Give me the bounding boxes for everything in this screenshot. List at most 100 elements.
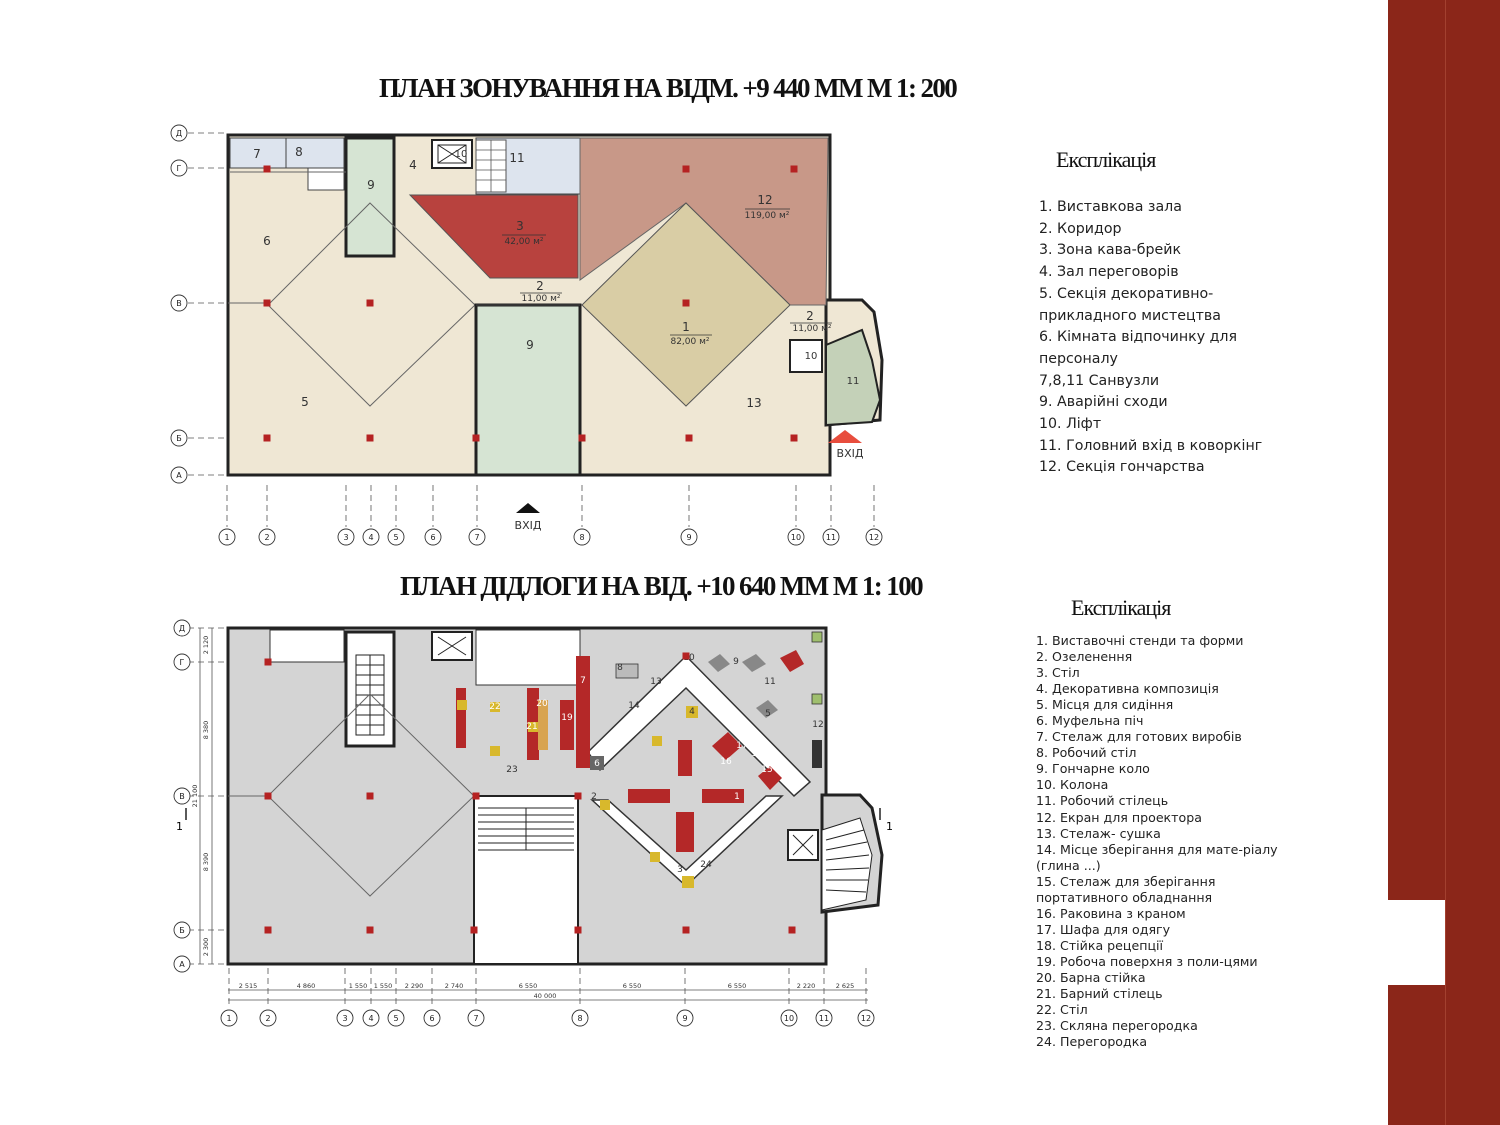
plan1-room-8 [285,137,345,169]
plan1-column [366,299,374,307]
plan2-section-mark-right: 1 [886,820,893,833]
plan2-column [264,926,272,934]
plan1-axis-number: 7 [474,533,479,542]
plan2-dim-bottom: 4 860 [297,982,316,990]
plan2-column [788,926,796,934]
plan2-axis-number-bubble [336,1009,354,1027]
plan1-axis-number: 6 [430,533,435,542]
plan1-label-10b: 10 [805,351,818,362]
plan1-axis-number-bubble [258,528,276,546]
plan1-column [472,434,480,442]
plan1-label-6: 6 [263,234,271,248]
plan2-furn-12: 12 [812,720,823,730]
plan2-legend-item: 22. Стіл [1036,1002,1088,1018]
plan2-legend-item: 2. Озеленення [1036,649,1133,665]
plan1-axis-letter: В [176,299,182,308]
plan2-legend-item: 18. Стійка рецепції [1036,937,1164,953]
decorative-white-notch [1388,900,1446,985]
plan1-axis-letter-bubble [170,429,188,447]
plan1-room-11-entrance [825,328,882,427]
plan2-dim-left-3: 8 390 [202,853,210,872]
plan2-legend-item: 8. Робочий стіл [1036,745,1137,761]
plan2-axis-letter-bubble [173,787,191,805]
plan2-dim-total: 40 000 [534,992,557,1000]
plan2-dim-bottom: 6 550 [623,982,642,990]
plan2-axis-number-bubble [571,1009,589,1027]
plan2-legend-item: 21. Барний стілець [1036,986,1163,1002]
plan2-legend-item: 16. Раковина з краном [1036,905,1186,921]
plan1-axis-letter-bubble [170,124,188,142]
plan2-axis-number: 4 [368,1014,373,1023]
plan2-furn-4: 4 [689,707,695,717]
plan1-label-2b: 2 [806,309,814,323]
plan2-axis-letter-bubble [173,921,191,939]
plan1-room-10-right [789,339,823,373]
plan1-legend-item: 9. Аварійні сходи [1039,394,1168,411]
plan2-dim-bottom: 1 550 [374,982,393,990]
plan1-column [263,165,271,173]
plan2-column [366,792,374,800]
plan1-legend-item: 2. Коридор [1039,220,1122,237]
plan2-column [682,926,690,934]
plan2-furn-14: 14 [628,701,640,711]
plan1-axis-number: 12 [869,533,879,542]
plan1-label-9a: 9 [367,178,375,192]
plan2-column [574,792,582,800]
plan2-legend-item: 10. Колона [1036,777,1109,793]
plan2-dim-bottom: 6 550 [519,982,538,990]
plan2-furn-13: 13 [650,677,661,687]
plan2-legend-item: 12. Екран для проектора [1036,809,1202,825]
plan2-dim-bottom: 6 550 [728,982,747,990]
plan1-legend-item: 3. Зона кава-брейк [1039,242,1182,259]
plan2-furn-1: 1 [734,792,740,802]
plan2-axis-number: 11 [819,1014,829,1023]
plan1-axis-letter: Д [176,129,182,138]
plan2-furn-9: 9 [733,657,739,667]
plan2-axis-letter: Б [179,926,185,935]
plan1-axis-number: 1 [224,533,229,542]
plan1-axis-number-bubble [468,528,486,546]
plan1-axis-number: 5 [393,533,398,542]
plan1-legend-item: 7,8,11 Санвузли [1039,372,1160,389]
plan1-entrance-bottom-arrow [516,503,540,513]
plan1-zone-3-coffee [408,194,579,279]
plan2-furn-11: 11 [764,677,775,687]
plan2-furn-20: 20 [536,699,548,709]
plan1-column [790,434,798,442]
plan2-dim-left-4: 2 300 [202,938,210,957]
plan2-furniture [456,631,823,888]
plan2-dim-bottom: 2 220 [797,982,816,990]
plan1-legend-item: 12. Секція гончарства [1039,459,1205,476]
plan2-column [366,926,374,934]
plan2-axis-number: 9 [682,1014,687,1023]
plan1-entrance-main-arrow [828,430,862,443]
plan1-label-12: 12 [757,193,772,207]
plan1-axis-number-bubble [337,528,355,546]
plan2-furn-21: 21 [526,722,537,732]
plan2-axis-number: 12 [861,1014,871,1023]
plan1-room-9-stairs [344,136,396,258]
plan1-axis-number: 4 [368,533,373,542]
plan2-axis-number-bubble [220,1009,238,1027]
plan2-furn-24: 24 [700,860,712,870]
plan2-axis-number-bubble [259,1009,277,1027]
plan2-legend-item: 5. Місця для сидіння [1036,697,1174,713]
plan2-legend-item: 15. Стелаж для зберігання портативного о… [1036,873,1216,905]
plan2-floor-pattern-left [267,693,475,897]
plan2-axis-number: 1 [226,1014,231,1023]
plan1-legend-item: 10. Ліфт [1039,416,1102,433]
plan2-legend-item: 24. Перегородка [1036,1034,1148,1050]
plan1-label-8: 8 [295,145,303,159]
plan2-axis-number: 7 [473,1014,478,1023]
plan2-dim-bottom: 1 550 [349,982,368,990]
plan1-title: ПЛАН ЗОНУВАННЯ НА ВІДМ. +9 440 ММ М 1: 2… [379,73,958,103]
plan2-furn-2: 2 [591,792,597,802]
plan1-axis-number: 9 [686,533,691,542]
plan1-label-2a: 2 [536,279,544,293]
plan2-axis-letter-bubble [173,955,191,973]
plan2-axis-number-bubble [362,1009,380,1027]
plan2-furn-6: 6 [594,759,600,769]
plan2-legend-item: 11. Робочий стілець [1036,793,1169,809]
